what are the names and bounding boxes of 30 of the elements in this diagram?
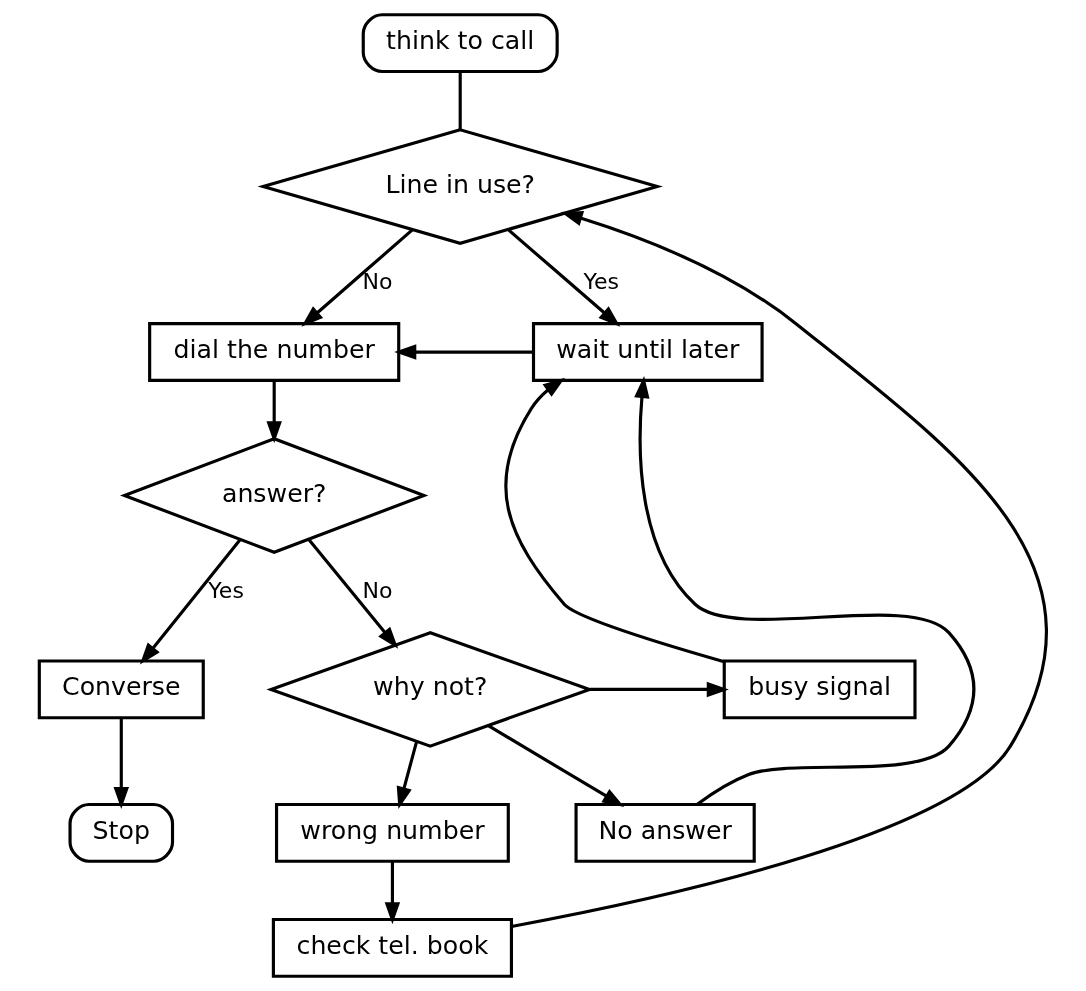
arrow [113, 718, 129, 810]
arrow [396, 741, 419, 809]
arrow [504, 377, 725, 664]
arrow [507, 228, 621, 327]
node-box: No answer [574, 802, 756, 863]
arrow [384, 861, 401, 925]
arrow [634, 375, 976, 806]
edge-label: No [362, 578, 393, 604]
node-box: check tel. book [271, 917, 513, 978]
edge-label: Yes [208, 578, 244, 604]
node-box: wait until later [531, 322, 764, 382]
node-box: Stop [68, 802, 175, 863]
arrow [394, 344, 534, 360]
edge-label: No [362, 269, 393, 295]
edge-label: Yes [583, 269, 620, 295]
arrow [589, 681, 729, 698]
arrow [511, 211, 1048, 928]
node-box: busy signal [722, 659, 917, 720]
node-diamond: Line in use? [257, 128, 663, 245]
arrow [307, 538, 399, 649]
connector [458, 71, 462, 130]
node-diamond: answer? [120, 437, 429, 554]
arrow [487, 724, 625, 807]
arrow [266, 380, 282, 444]
arrow [139, 538, 242, 665]
node-box: think to call [361, 13, 559, 74]
node-box: wrong number [274, 802, 510, 863]
arrow [301, 228, 414, 327]
node-box: dial the number [148, 322, 401, 382]
node-box: Converse [37, 659, 205, 720]
